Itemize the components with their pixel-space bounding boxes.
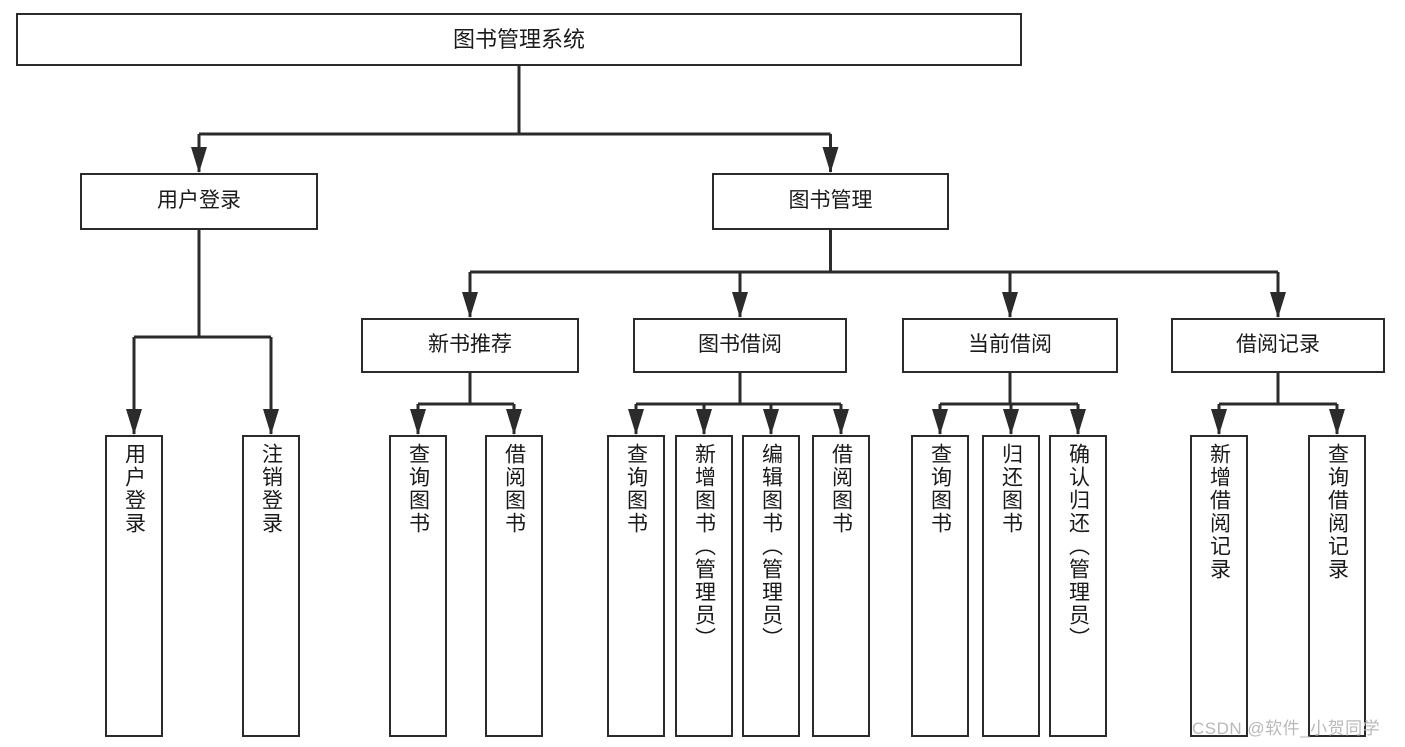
node-leaf-rec-borrow: 借阅图书: [485, 435, 543, 737]
node-leaf-user-login: 用户登录: [105, 435, 163, 737]
arrow-head-icon-book-manage: [822, 147, 839, 173]
node-label: 借阅记录: [1236, 333, 1320, 357]
node-root: 图书管理系统: [16, 13, 1022, 66]
node-leaf-rec-query: 查询图书: [389, 435, 447, 737]
arrow-head-icon-leaf-rec-borrow: [506, 409, 522, 435]
node-new-book-rec: 新书推荐: [361, 318, 579, 373]
arrow-head-icon-new-book-rec: [462, 292, 478, 318]
arrow-head-icon-current-borrow: [1002, 292, 1018, 318]
node-label: 新增图书（管理员）: [692, 443, 716, 650]
node-label: 注销登录: [259, 443, 283, 535]
node-label: 借阅图书: [829, 443, 853, 535]
node-leaf-rec-search: 查询借阅记录: [1308, 435, 1366, 737]
node-label: 归还图书: [999, 443, 1023, 535]
node-label: 查询图书: [624, 443, 648, 535]
arrow-head-icon-leaf-bor-lend: [833, 409, 849, 435]
arrow-head-icon-leaf-rec-query: [410, 409, 426, 435]
node-label: 借阅图书: [502, 443, 526, 535]
node-book-borrow: 图书借阅: [633, 318, 847, 373]
node-leaf-bor-query: 查询图书: [607, 435, 665, 737]
arrow-head-icon-leaf-user-login: [126, 409, 142, 435]
arrow-head-icon-book-borrow: [732, 292, 748, 318]
arrow-head-icon-leaf-rec-search: [1329, 409, 1345, 435]
node-borrow-record: 借阅记录: [1171, 318, 1385, 373]
arrow-head-icon-leaf-cur-query: [932, 409, 948, 435]
node-leaf-cur-query: 查询图书: [911, 435, 969, 737]
arrow-head-icon-leaf-bor-edit: [763, 409, 779, 435]
node-label: 查询借阅记录: [1325, 443, 1349, 581]
node-label: 查询图书: [928, 443, 952, 535]
node-user-login: 用户登录: [80, 173, 318, 230]
node-label: 当前借阅: [968, 333, 1052, 357]
arrow-head-icon-leaf-bor-add: [696, 409, 712, 435]
arrow-head-icon-leaf-bor-query: [628, 409, 644, 435]
node-label: 编辑图书（管理员）: [759, 443, 783, 650]
node-label: 图书借阅: [698, 333, 782, 357]
arrow-head-icon-leaf-cur-confirm: [1070, 409, 1086, 435]
node-label: 新增借阅记录: [1207, 443, 1231, 581]
node-leaf-bor-add: 新增图书（管理员）: [675, 435, 733, 737]
arrow-head-icon-leaf-rec-add: [1211, 409, 1227, 435]
node-label: 图书管理系统: [452, 26, 585, 52]
node-current-borrow: 当前借阅: [902, 318, 1118, 373]
node-label: 新书推荐: [428, 333, 512, 357]
node-leaf-bor-lend: 借阅图书: [812, 435, 870, 737]
node-label: 查询图书: [406, 443, 430, 535]
node-leaf-cur-confirm: 确认归还（管理员）: [1049, 435, 1107, 737]
arrow-head-icon-leaf-user-logout: [263, 409, 279, 435]
node-leaf-user-logout: 注销登录: [242, 435, 300, 737]
arrow-head-icon-user-login: [191, 147, 207, 173]
node-label: 用户登录: [122, 443, 146, 535]
node-book-manage: 图书管理: [712, 173, 949, 230]
node-label: 图书管理: [788, 189, 873, 213]
arrow-head-icon-leaf-cur-return: [1003, 409, 1019, 435]
node-leaf-rec-add: 新增借阅记录: [1190, 435, 1248, 737]
node-label: 用户登录: [157, 189, 241, 213]
node-label: 确认归还（管理员）: [1066, 443, 1090, 650]
node-leaf-cur-return: 归还图书: [982, 435, 1040, 737]
csdn-watermark: CSDN @软件_小贺同学: [1192, 719, 1381, 738]
arrow-head-icon-borrow-record: [1270, 292, 1286, 318]
node-leaf-bor-edit: 编辑图书（管理员）: [742, 435, 800, 737]
